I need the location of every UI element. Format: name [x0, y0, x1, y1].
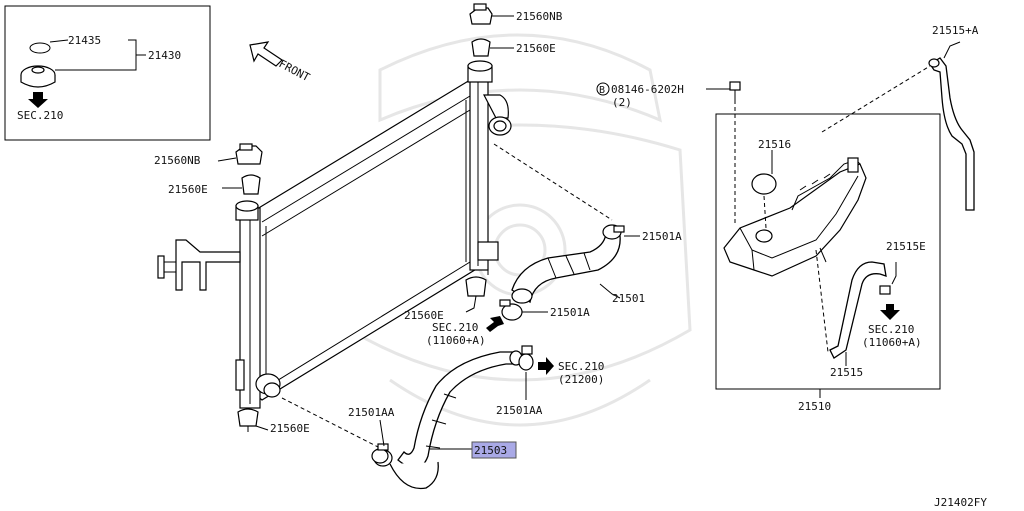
bushing-top-left-label: 21560E	[168, 183, 208, 196]
upper-clamp-top: 21501A	[602, 224, 682, 243]
bolt-marker-label: B	[599, 85, 605, 96]
transmission-pipes	[157, 239, 241, 291]
diagram-code: J21402FY	[934, 496, 987, 509]
clip-label: 21515E	[886, 240, 926, 253]
bolt-label: 08146-6202H	[611, 83, 684, 96]
lower-sec-label: SEC.210	[558, 360, 604, 373]
gasket-ring	[29, 42, 51, 54]
reservoir-box: 21510	[715, 113, 941, 413]
upper-sec-label: SEC.210	[432, 321, 478, 334]
upper-sec-ref-label: (11060+A)	[426, 334, 486, 347]
reservoir-sec-ref-label: (11060+A)	[862, 336, 922, 349]
mount-top-left: 21560NB	[154, 143, 263, 167]
lower-clamp-left: 21501AA	[348, 406, 395, 464]
overflow-hose: 21515+A	[821, 24, 979, 211]
highlight-box	[471, 441, 517, 459]
lower-hose-callout[interactable]: 21503	[430, 441, 517, 459]
lower-sec-ref-label: (21200)	[558, 373, 604, 386]
upper-clamp-bottom: 21501A	[499, 299, 590, 321]
radiator	[157, 60, 512, 409]
gasket-label: 21435	[68, 34, 101, 47]
mount-top-right-label: 21560NB	[516, 10, 563, 23]
upper-outlet	[483, 94, 512, 136]
bushing-bottom-center-label: 21560E	[404, 309, 444, 322]
small-hose-label: 21515	[830, 366, 863, 379]
front-indicator: FRONT	[249, 41, 313, 84]
upper-sec-ref: SEC.210 (11060+A)	[426, 316, 504, 347]
reservoir-sec-ref: SEC.210 (11060+A)	[862, 304, 922, 349]
upper-clamp-bottom-label: 21501A	[550, 306, 590, 319]
front-label: FRONT	[277, 57, 313, 84]
bushing-top-right: 21560E	[471, 38, 556, 57]
upper-clamp-top-label: 21501A	[642, 230, 682, 243]
lower-clamp-right-label: 21501AA	[496, 404, 543, 417]
lower-outlet	[255, 373, 281, 398]
bolt-marker-circle	[596, 82, 610, 96]
arrow-down-icon	[880, 304, 900, 320]
bushing-top-right-label: 21560E	[516, 42, 556, 55]
reservoir-bolt-callout: B 08146-6202H (2)	[596, 81, 741, 226]
lower-hose	[281, 350, 523, 490]
filler-neck	[235, 200, 259, 221]
reservoir-sec-label: SEC.210	[868, 323, 914, 336]
bolt	[729, 81, 741, 100]
radiator-cap	[20, 65, 56, 88]
overflow-hose-label: 21515+A	[932, 24, 979, 37]
bushing-bottom-left-label: 21560E	[270, 422, 310, 435]
reservoir-cap-label: 21516	[758, 138, 791, 151]
down-arrow-icon	[28, 92, 48, 108]
cap-label: 21430	[148, 49, 181, 62]
lower-hose-label: 21503	[474, 444, 507, 457]
mount-top-right: 21560NB	[469, 3, 563, 25]
arrow-right-icon	[538, 357, 554, 375]
lower-clamp-right: 21501AA	[496, 345, 543, 417]
lower-clamp-left-label: 21501AA	[348, 406, 395, 419]
upper-hose-label: 21501	[612, 292, 645, 305]
arrow-down-left-icon	[486, 316, 504, 332]
bushing-bottom-center: 21560E	[404, 276, 487, 322]
inset-box: 21435 21430 SEC.210	[4, 5, 211, 141]
front-arrow-icon	[249, 41, 283, 67]
mount-top-left-label: 21560NB	[154, 154, 201, 167]
bushing-bottom-left: 21560E	[237, 408, 310, 435]
bushing-top-left: 21560E	[168, 174, 261, 196]
reservoir-cap: 21516	[751, 138, 791, 229]
lower-sec-ref: SEC.210 (21200)	[538, 357, 604, 386]
reservoir-tank-label: 21510	[798, 400, 831, 413]
bolt-qty-label: (2)	[612, 96, 632, 109]
inset-sec-label: SEC.210	[17, 109, 63, 122]
small-hose: 21515E 21515	[815, 240, 926, 379]
reservoir-tank	[723, 157, 867, 277]
